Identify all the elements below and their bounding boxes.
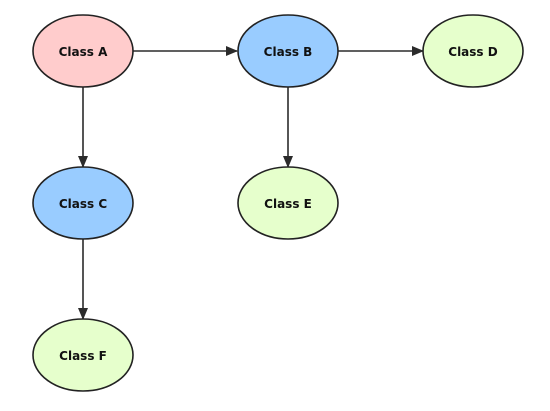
node-class-c-shape [32, 166, 134, 240]
node-class-a[interactable]: Class A [32, 14, 134, 88]
node-class-b-label: Class B [264, 45, 313, 59]
node-class-e-shape [237, 166, 339, 240]
node-class-b[interactable]: Class B [237, 14, 339, 88]
node-class-d-label: Class D [448, 45, 497, 59]
node-class-a-label: Class A [59, 45, 108, 59]
node-class-d[interactable]: Class D [422, 14, 524, 88]
node-class-f-label: Class F [59, 349, 107, 363]
node-class-b-shape [237, 14, 339, 88]
node-class-e[interactable]: Class E [237, 166, 339, 240]
node-class-f[interactable]: Class F [32, 318, 134, 392]
node-class-c[interactable]: Class C [32, 166, 134, 240]
node-class-f-shape [32, 318, 134, 392]
node-class-e-label: Class E [264, 197, 312, 211]
node-class-c-label: Class C [59, 197, 107, 211]
node-class-a-shape [32, 14, 134, 88]
node-class-d-shape [422, 14, 524, 88]
